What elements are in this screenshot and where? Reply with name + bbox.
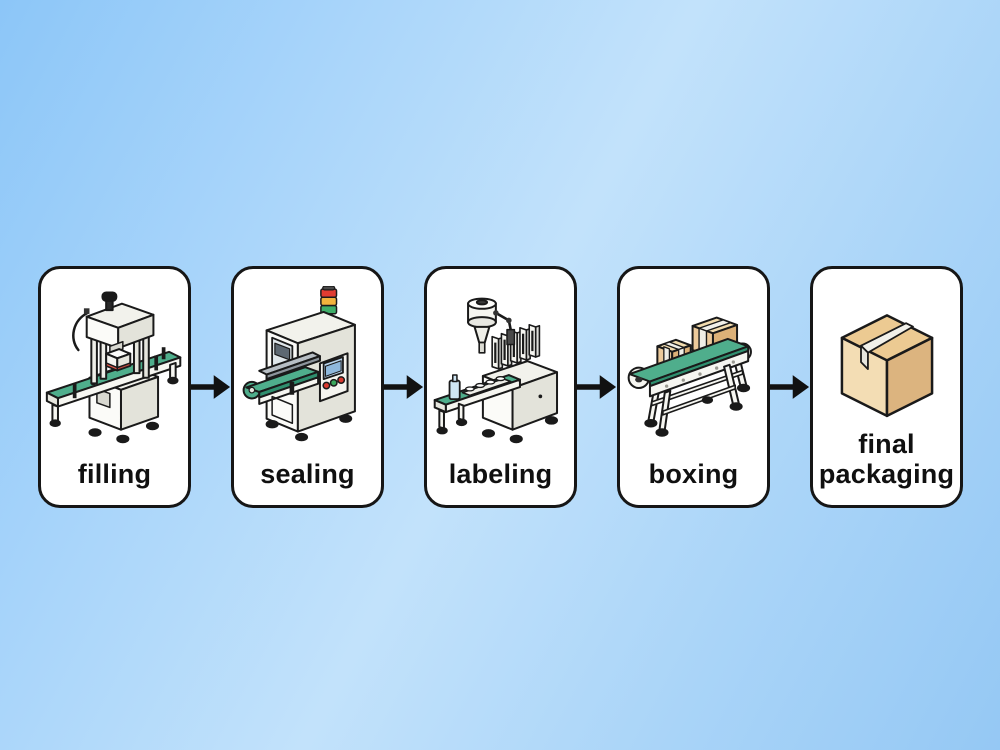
step-label-filling: filling [77, 458, 152, 489]
boxing-conveyor-icon [624, 279, 763, 459]
labeling-machine-icon [431, 279, 570, 459]
arrow-right-icon [577, 372, 617, 402]
filling-machine-icon [45, 279, 184, 459]
arrow-right-icon [191, 372, 231, 402]
sealing-machine-icon [238, 279, 377, 459]
final-packaging-box-icon [817, 279, 956, 429]
arrow-right-icon [384, 372, 424, 402]
step-card-boxing: boxing [617, 266, 770, 508]
step-card-sealing: sealing [231, 266, 384, 508]
step-label-boxing: boxing [648, 458, 739, 489]
step-card-final-packaging: final packaging [810, 266, 963, 508]
flow-row: filling [38, 266, 963, 508]
arrow-right-icon [770, 372, 810, 402]
step-label-final-packaging: final packaging [818, 428, 955, 489]
step-card-labeling: labeling [424, 266, 577, 508]
step-card-filling: filling [38, 266, 191, 508]
step-label-labeling: labeling [448, 458, 553, 489]
step-label-sealing: sealing [260, 458, 355, 489]
